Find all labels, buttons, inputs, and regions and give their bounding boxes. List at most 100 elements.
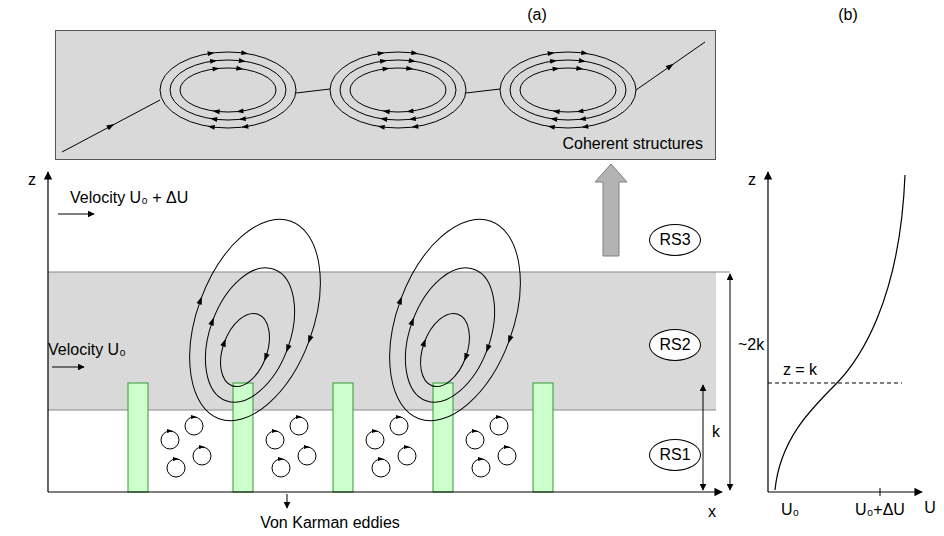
von-karman-eddy [398,445,416,465]
flow-arrowhead [576,109,583,114]
shear-vortex-ring [165,201,346,438]
flow-arrowhead [199,445,205,449]
flow-arrowhead [579,116,586,121]
height-2k-arrow [730,274,731,490]
panel-letter: (a) [527,6,547,24]
von-karman-eddy-ring [472,459,490,477]
von-karman-eddy [498,445,516,465]
streamline [466,89,500,93]
von-karman-eddy [167,457,185,477]
axis-label: z [748,171,756,189]
von-karman-eddy-ring [298,447,316,465]
flow-arrowhead [484,344,492,353]
von-karman-eddy-ring [490,417,508,435]
flow-arrowhead [550,117,557,122]
velocity-arrow [58,214,94,215]
coherent-vortex-ring [170,60,286,120]
region-name: RS1 [659,446,690,464]
velocity-label: Velocity U₀ [48,341,126,359]
shear-vortex [409,306,482,394]
shear-vortex [362,201,548,440]
von-karman-eddy-ring [372,459,390,477]
eddies-pointer [287,494,288,508]
panel-ground [55,30,716,160]
flow-arrowhead [420,338,428,347]
von-karman-eddy-ring [167,459,185,477]
dimension-label: k [712,423,720,441]
flow-arrowhead [380,117,387,122]
coherent-vortex-ring [520,68,616,112]
flow-arrowhead [579,58,586,63]
flow-arrowhead [196,295,204,304]
axis-label: z [28,171,36,189]
shear-vortex-ring [211,307,278,393]
coherent-vortex-ring [330,52,466,128]
flow-arrowhead [296,415,302,419]
plant-row [128,383,553,492]
von-karman-eddy [390,415,408,435]
coherent-vortex [510,58,626,122]
flow-arrowhead [547,51,554,56]
flow-arrowhead [409,58,416,63]
plant-stem [533,383,553,492]
flow-arrowhead [208,317,216,326]
shear-vortex-ring [188,256,311,415]
shear-vortex [386,255,514,416]
von-karman-eddy-ring [193,447,211,465]
coherent-vortex-ring [180,68,276,112]
flow-arrowhead [378,125,385,130]
von-karman-eddy [193,445,211,465]
flow-arrowhead [377,51,384,56]
coherent-vortex [340,58,456,122]
flow-arrowhead [241,124,248,129]
plant-stem [333,383,353,492]
flow-arrowhead [207,51,214,56]
velocity-profile [775,175,905,490]
von-karman-eddy [298,445,316,465]
height-k-arrow [703,385,704,490]
flow-arrowhead [167,429,173,433]
flow-arrowhead [409,116,416,121]
axis-label: U [924,499,936,517]
canopy-height-label: z = k [783,361,817,379]
shear-vortex-ring [411,307,478,393]
von-karman-eddy-ring [185,417,203,435]
flow-arrowhead [553,109,560,114]
streamline [296,89,330,93]
eddies-label: Von Karman eddies [260,514,400,532]
von-karman-eddy-ring [398,447,416,465]
flow-arrowhead [496,415,502,419]
flow-arrowhead [236,66,243,71]
von-karman-eddy-ring [498,447,516,465]
flow-arrowhead [378,457,384,461]
flow-arrowhead [210,59,217,64]
von-karman-eddy [372,457,390,477]
flow-arrowhead [304,445,310,449]
von-karman-eddy [290,415,308,435]
streamline [636,42,705,90]
coherent-vortex-ring [160,52,296,128]
flow-arrowhead [262,353,270,362]
flow-arrowhead [278,457,284,461]
von-karman-eddy [366,429,384,449]
von-karman-eddy [272,457,290,477]
region-name: RS3 [659,231,690,249]
plant-stem [128,383,148,492]
flow-arrowhead [478,457,484,461]
flow-arrowhead [239,58,246,63]
flow-block-arrow [595,164,627,256]
shear-vortex [186,255,314,416]
flow-arrowhead [406,109,413,114]
canopy-height-line [768,383,902,384]
coherent-vortex [350,66,446,114]
von-karman-eddy [185,415,203,435]
coherent-vortex-ring [500,52,636,128]
panel-letter: (b) [838,6,858,24]
flow-arrowhead [396,415,402,419]
axis-label: x [708,503,716,521]
flow-arrowhead [191,415,197,419]
flow-arrowhead [408,317,416,326]
